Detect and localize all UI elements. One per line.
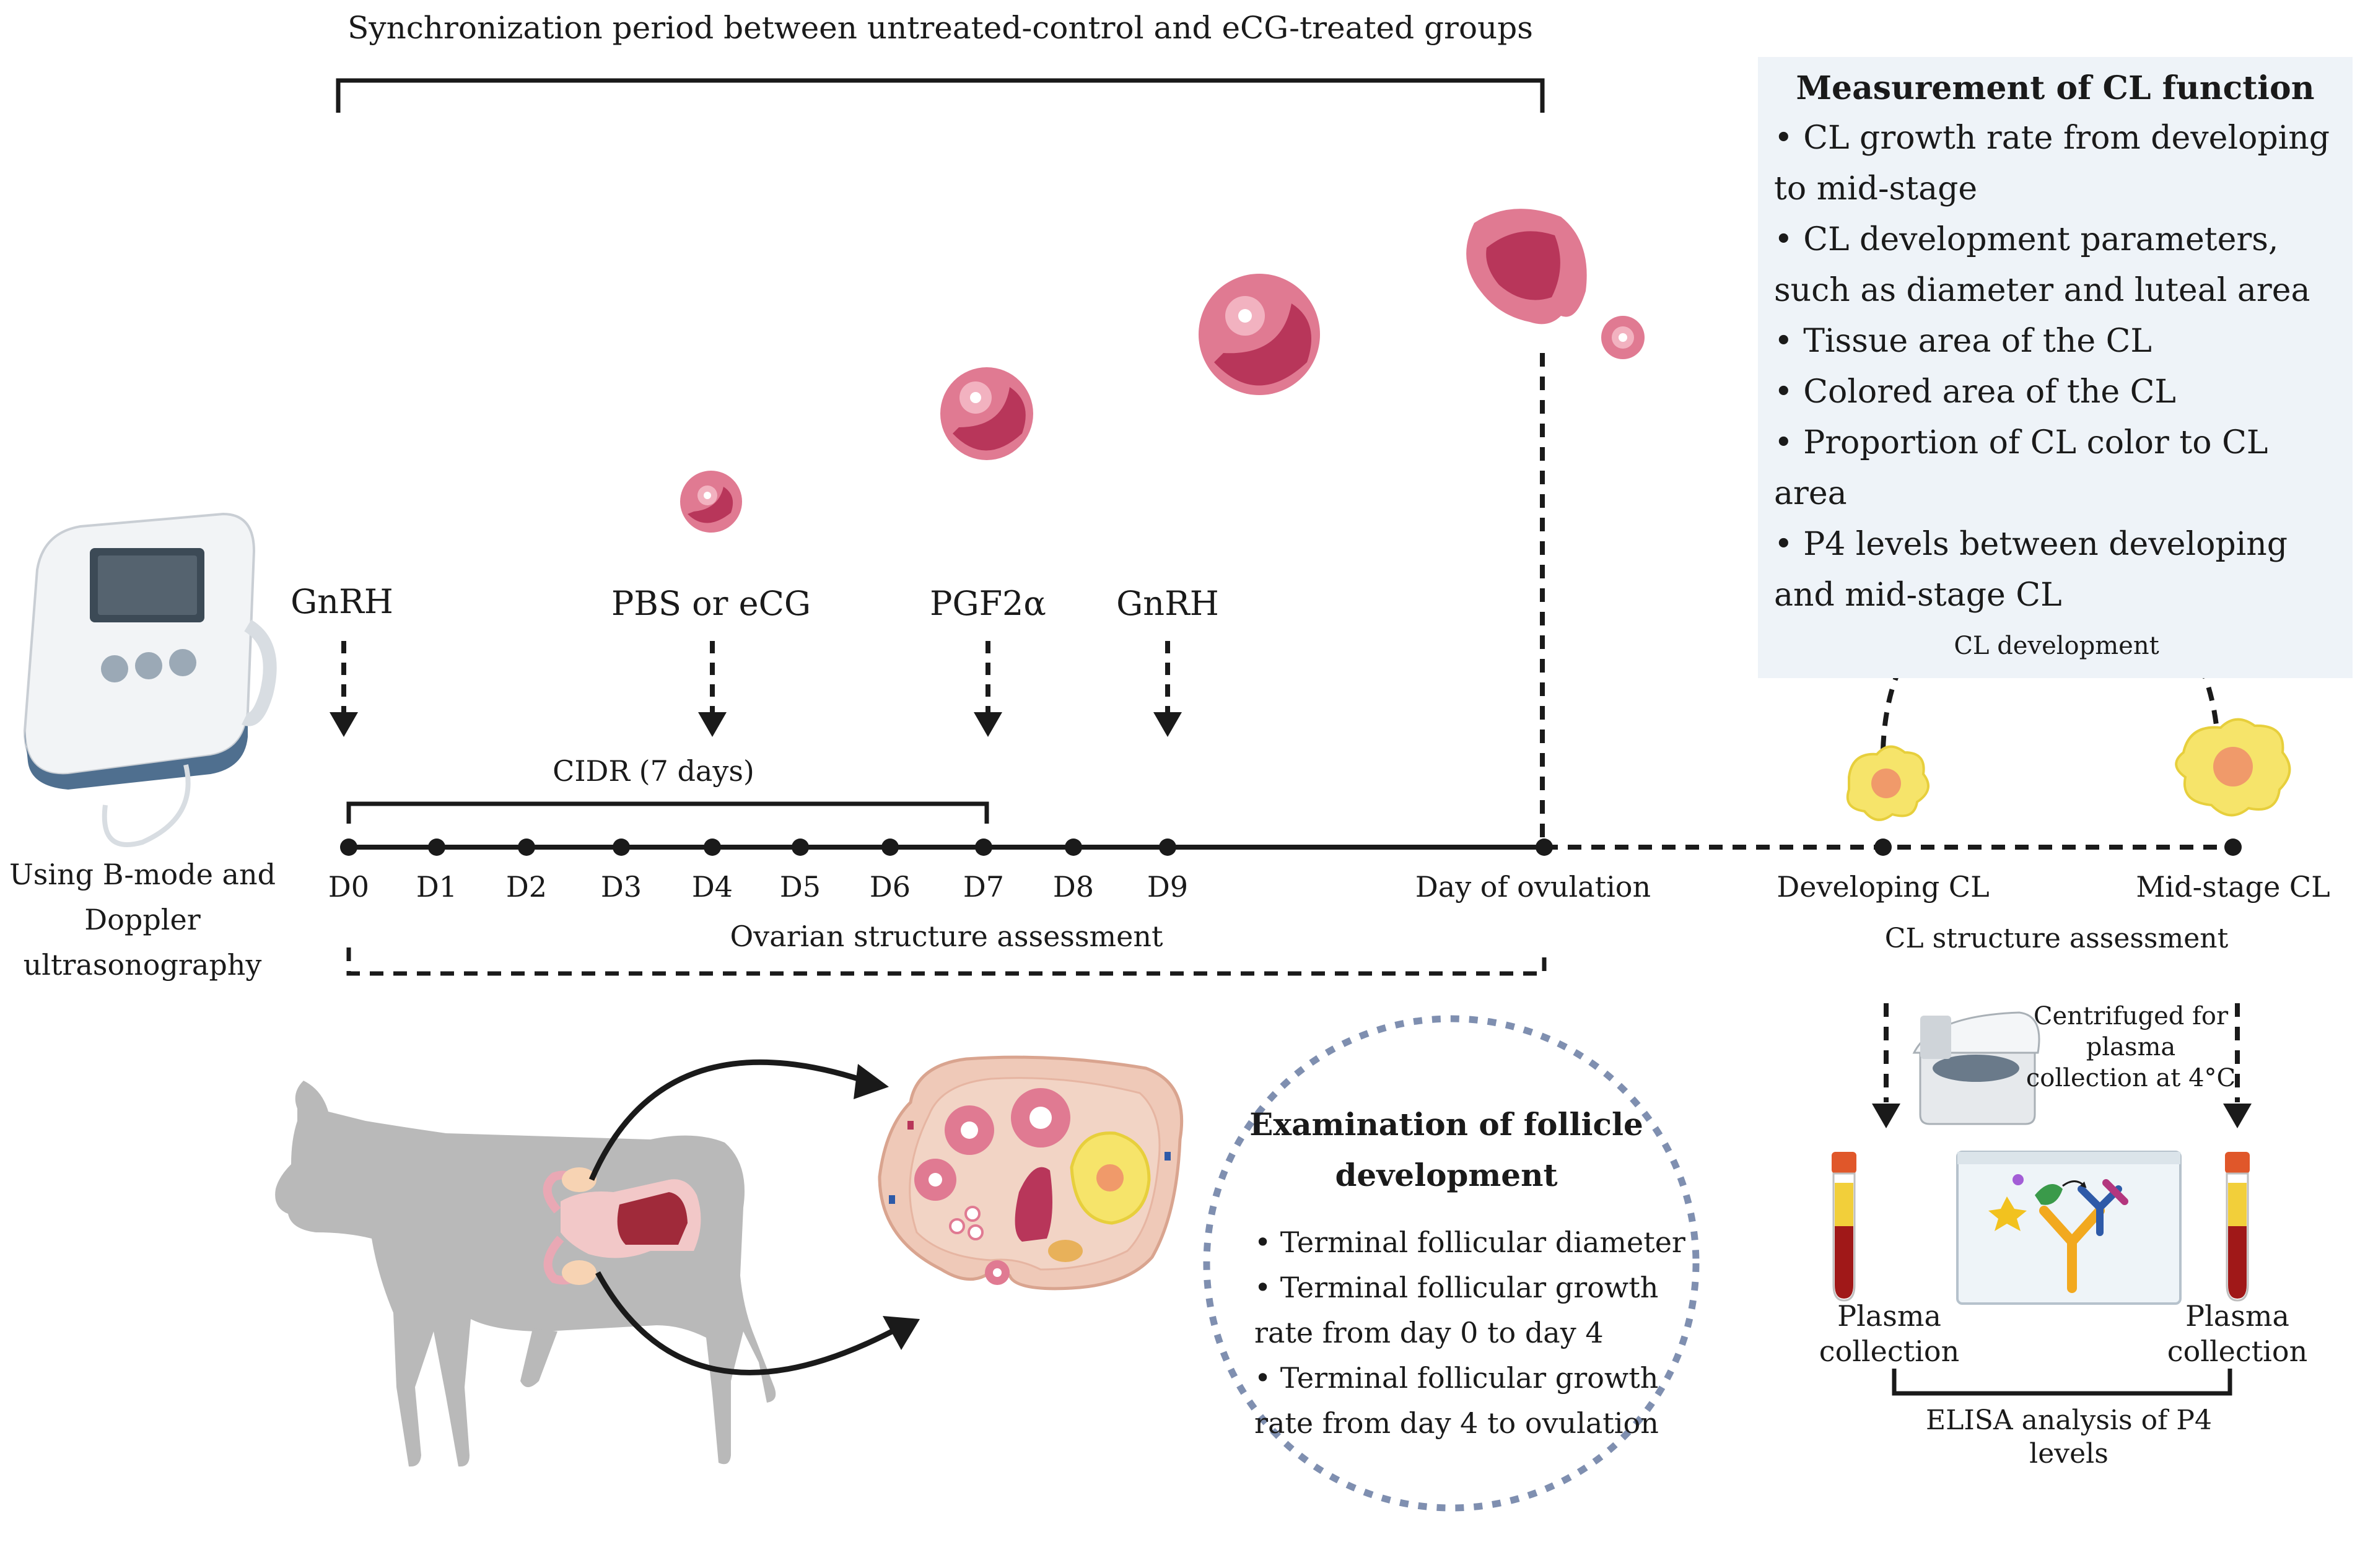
day-dot-d5: [792, 838, 809, 856]
ultrasound-machine-icon: [23, 512, 277, 847]
follicle-exam-title: Examination of follicle development: [1249, 1106, 1643, 1193]
measurement-panel-title: Measurement of CL function: [1796, 69, 2315, 107]
cl-development-label: CL development: [1954, 632, 2159, 660]
follicle-exam-item: • Terminal follicular growth rate from d…: [1254, 1361, 1659, 1440]
synchronization-bracket: [336, 78, 1545, 113]
elisa-bracket: [1892, 1369, 2232, 1396]
elisa-label-line-2: levels: [2029, 1438, 2109, 1470]
ovarian-assessment-bracket: [346, 947, 1547, 976]
gnrh-1-arrowhead: [330, 712, 358, 737]
day-label: D6: [869, 870, 911, 904]
right-blood-tube-icon: [2225, 1152, 2250, 1302]
day-label: D1: [416, 870, 458, 904]
day-dot-d3: [613, 838, 630, 856]
measurement-list: • CL growth rate from developing to mid-…: [1774, 113, 2344, 621]
follicle-exam-item: • Terminal follicular diameter: [1254, 1226, 1685, 1259]
follicle-exam-list: • Terminal follicular diameter • Termina…: [1254, 1220, 1700, 1446]
upper-curved-arrow: [588, 1059, 865, 1181]
left-blood-tube-icon: [1832, 1152, 1856, 1302]
day-dot-d9: [1159, 838, 1176, 856]
pgf2a-label: PGF2α: [930, 584, 1046, 623]
elisa-label-line-1: ELISA analysis of P4: [1926, 1405, 2212, 1436]
synchronization-title: Synchronization period between untreated…: [347, 10, 1533, 46]
day-label: D2: [505, 870, 548, 904]
measurement-item: • Proportion of CL color to CL area: [1774, 424, 2268, 512]
right-plasma-label-line-1: Plasma: [2185, 1299, 2289, 1333]
follicle-exam-dotted-circle: [1203, 1015, 1700, 1512]
centrifuge-label-line-3: collection at 4°C: [2026, 1064, 2236, 1092]
day-dot-d7: [975, 838, 992, 856]
measurement-item: • CL development parameters, such as dia…: [1774, 221, 2310, 309]
ruptured-follicle-icon: [1466, 209, 1645, 359]
elisa-illustration: [1956, 1151, 2182, 1305]
day-dots: [340, 838, 1176, 856]
cl-stage-small-icon: [680, 471, 742, 533]
lower-curved-arrowhead: [883, 1316, 920, 1350]
cl-stage-medium-icon: [940, 367, 1033, 460]
cl-stage-large-icon: [1199, 274, 1320, 395]
ovary-cross-section-icon: [878, 1055, 1184, 1291]
lower-curved-arrow: [595, 1271, 894, 1375]
developing-cl-icon: [1846, 745, 1930, 821]
day-label: D0: [328, 870, 370, 904]
pbs-ecg-label: PBS or eCG: [611, 584, 811, 623]
mid-stage-cl-dot: [2224, 838, 2242, 856]
ultrasound-caption-line-2: Doppler: [84, 903, 201, 936]
left-collection-arrowhead: [1872, 1104, 1900, 1128]
day-label: D3: [600, 870, 642, 904]
pbs-ecg-arrowhead: [698, 712, 727, 737]
developing-cl-dot: [1874, 838, 1892, 856]
measurement-item: • P4 levels between developing and mid-s…: [1774, 526, 2288, 614]
mid-stage-cl-icon: [2175, 718, 2291, 817]
day-label: D5: [779, 870, 821, 904]
mid-stage-cl-label: Mid-stage CL: [2136, 870, 2330, 904]
measurement-item: • CL growth rate from developing to mid-…: [1774, 120, 2330, 207]
ovulation-dot: [1536, 838, 1553, 856]
centrifuge-icon: [1912, 1011, 2040, 1125]
day-dot-d2: [518, 838, 535, 856]
left-plasma-label-line-1: Plasma: [1837, 1299, 1941, 1333]
day-label: D7: [963, 870, 1005, 904]
ultrasound-caption-line-1: Using B-mode and: [9, 858, 276, 891]
upper-curved-arrowhead: [854, 1064, 889, 1099]
day-dot-d4: [704, 838, 721, 856]
day-dot-d1: [428, 838, 445, 856]
ovulation-label: Day of ovulation: [1415, 870, 1651, 904]
day-dot-d0: [340, 838, 357, 856]
follicle-exam-item: • Terminal follicular growth rate from d…: [1254, 1271, 1659, 1349]
day-dot-d8: [1065, 838, 1082, 856]
day-label: D9: [1147, 870, 1189, 904]
right-collection-arrowhead: [2223, 1104, 2252, 1128]
right-plasma-label-line-2: collection: [2167, 1335, 2308, 1368]
measurement-item: • Colored area of the CL: [1774, 373, 2176, 411]
centrifuge-label-line-1: Centrifuged for: [2033, 1002, 2229, 1030]
ultrasound-caption-line-3: ultrasonography: [23, 948, 262, 982]
measurement-panel: Measurement of CL function • CL growth r…: [1758, 57, 2353, 678]
measurement-item: • Tissue area of the CL: [1774, 323, 2152, 360]
cidr-label: CIDR (7 days): [553, 754, 754, 788]
developing-cl-label: Developing CL: [1777, 870, 1990, 904]
centrifuge-label-line-2: plasma: [2086, 1033, 2176, 1061]
ovarian-assessment-label: Ovarian structure assessment: [730, 920, 1163, 953]
reproductive-tract-icon: [543, 1167, 701, 1285]
pgf2a-arrowhead: [974, 712, 1002, 737]
gnrh-2-label: GnRH: [1116, 584, 1219, 623]
cow-silhouette-icon: [275, 1081, 776, 1467]
day-label: D4: [691, 870, 733, 904]
gnrh-2-arrowhead: [1153, 712, 1182, 737]
day-dot-d6: [881, 838, 899, 856]
day-label: D8: [1052, 870, 1095, 904]
left-plasma-label-line-2: collection: [1819, 1335, 1960, 1368]
cl-structure-assessment-label: CL structure assessment: [1878, 923, 2235, 954]
gnrh-1-label: GnRH: [291, 582, 393, 621]
cidr-bracket: [346, 801, 989, 824]
